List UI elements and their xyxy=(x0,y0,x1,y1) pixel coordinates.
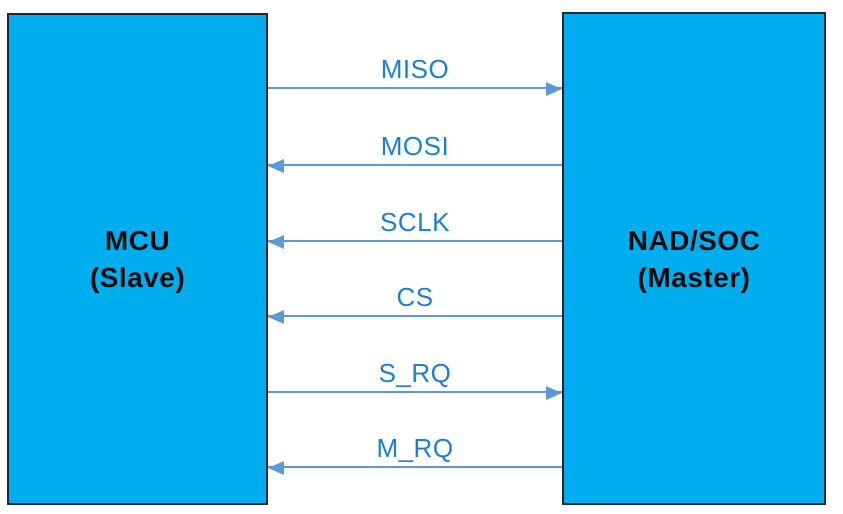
signal-sclk-line xyxy=(268,240,562,242)
arrowhead-left-icon xyxy=(268,310,284,324)
node-nad-subtitle: (Master) xyxy=(637,261,751,293)
signal-sclk-label: SCLK xyxy=(380,207,450,237)
node-mcu-slave: MCU (Slave) xyxy=(7,13,268,505)
arrowhead-right-icon xyxy=(546,386,562,400)
signal-cs-label: CS xyxy=(396,282,434,312)
arrowhead-right-icon xyxy=(546,82,562,96)
signal-mosi-line xyxy=(268,164,562,166)
signal-m-rq-line xyxy=(268,466,562,468)
signal-mosi-label: MOSI xyxy=(380,131,450,161)
signal-s-rq-label: S_RQ xyxy=(378,358,452,388)
signal-cs-line xyxy=(268,315,562,317)
arrowhead-left-icon xyxy=(268,235,284,249)
arrowhead-left-icon xyxy=(268,461,284,475)
signal-m-rq-label: M_RQ xyxy=(376,433,454,463)
arrowhead-left-icon xyxy=(268,159,284,173)
node-nad-title: NAD/SOC xyxy=(627,224,761,256)
signal-miso-label: MISO xyxy=(380,54,450,84)
node-mcu-subtitle: (Slave) xyxy=(89,262,186,293)
signal-miso-line xyxy=(268,87,562,89)
signal-s-rq-line xyxy=(268,391,562,393)
node-nad-soc-master: NAD/SOC (Master) xyxy=(562,12,826,505)
node-mcu-title: MCU xyxy=(104,225,171,256)
